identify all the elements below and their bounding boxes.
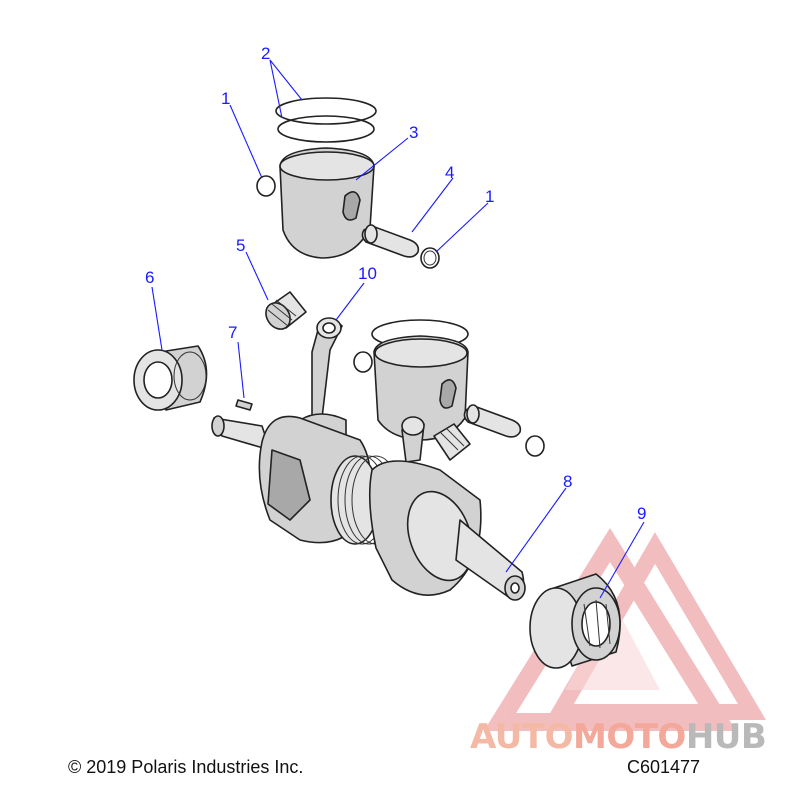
main-bearing-left (133, 345, 208, 411)
watermark-moto: MOTO (572, 717, 686, 757)
lower-piston-assembly (353, 319, 545, 457)
callout-5-needle-bearing: 5 (236, 236, 245, 255)
needle-bearing-upper (265, 291, 307, 330)
upper-piston-assembly (256, 97, 440, 269)
watermark-hub: HUB (685, 717, 767, 757)
figure-code: C601477 (627, 757, 701, 777)
callout-8-crankshaft: 8 (563, 472, 572, 491)
callout-6-main-bearing: 6 (145, 268, 154, 287)
callout-labels: 1 2 3 4 1 5 10 6 7 8 9 (145, 44, 646, 523)
main-bearing-right (529, 573, 621, 669)
woodruff-key (235, 399, 253, 411)
callout-3-piston: 3 (409, 123, 418, 142)
callout-10-connecting-rod: 10 (358, 264, 377, 283)
leader-lines (151, 59, 645, 599)
callout-1-right-circlip: 1 (485, 187, 494, 206)
callout-4-piston-pin: 4 (445, 163, 454, 182)
crankshaft (211, 415, 526, 601)
watermark-logo-text: AUTOMOTOHUB (470, 717, 767, 757)
watermark-auto: AUTO (470, 717, 573, 757)
callout-9-main-bearing: 9 (637, 504, 646, 523)
callout-2-piston-rings: 2 (261, 44, 270, 63)
callout-7-key: 7 (228, 323, 237, 342)
copyright-notice: © 2019 Polaris Industries Inc. (68, 757, 304, 777)
callout-1-left-circlip: 1 (221, 89, 230, 108)
